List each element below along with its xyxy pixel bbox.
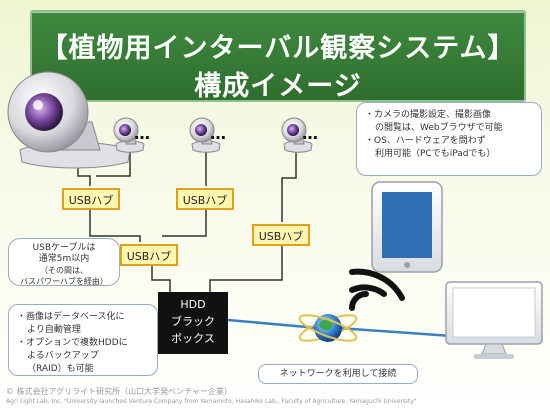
globe-icon: [298, 314, 358, 342]
network-cable-pc: [337, 326, 453, 338]
cable-camera-2: [96, 150, 131, 177]
note-line: より自動管理: [27, 325, 81, 335]
network-connection-label: ネットワークを利用して接続: [258, 364, 418, 384]
note-line: （その間は、: [40, 266, 88, 275]
cable-hub1-hub2: [89, 210, 141, 242]
title-line-1: 【植物用インターバル観察システム】: [40, 33, 516, 64]
webcam-icon: [7, 71, 131, 169]
note-line: 利用可能（PCでもiPadでも）: [375, 149, 496, 159]
browser-access-note: ・カメラの撮影設定、撮影画像 の閲覧は、Webブラウザで可能 ・OS、ハードウェ…: [356, 102, 542, 176]
note-line: 通常5m以内: [38, 254, 90, 264]
network-cable-hdd: [227, 318, 319, 330]
cable-hub4-hdd: [209, 246, 283, 292]
database-backup-note: ・画像はデータベース化に より自動管理 ・オプションで複数HDDに よるバックア…: [8, 304, 158, 376]
monitor-icon: [445, 281, 543, 359]
wifi-icon: [349, 268, 405, 311]
more-cameras-indicator: …: [210, 124, 227, 143]
company-description: Agri Light Lab. Inc. "University-launche…: [6, 398, 417, 405]
usb-hub: USBハブ: [62, 188, 120, 210]
more-cameras-indicator: …: [302, 124, 319, 143]
note-line: ・オプションで複数HDDに: [17, 338, 128, 348]
webcam-icon-4: [281, 117, 313, 153]
hdd-label-line2: ブラック: [171, 315, 215, 328]
note-line: ・OS、ハードウェアを問わず: [365, 136, 486, 146]
note-line: （RAID）も可能: [27, 364, 94, 374]
hdd-label-line1: HDD: [180, 298, 206, 311]
cable-hub3-hub2: [162, 210, 207, 237]
network-cables: [227, 318, 453, 338]
usb-hub: USBハブ: [120, 244, 178, 266]
webcam-icon-2: [113, 117, 145, 153]
copyright-notice: © 株式会社アグリライト研究所（山口大学発ベンチャー企業）: [6, 387, 233, 396]
note-line: ・画像はデータベース化に: [17, 312, 125, 322]
title-line-2: 構成イメージ: [194, 71, 362, 102]
title-banner: 【植物用インターバル観察システム】 構成イメージ: [30, 10, 526, 102]
note-line: バスパワーハブを経由）: [20, 277, 108, 286]
hdd-label-line3: ボックス: [171, 332, 215, 345]
note-line: の閲覧は、Webブラウザで可能: [375, 123, 503, 133]
cable-hub2-hdd: [151, 266, 171, 292]
webcam-icon-3: [189, 117, 221, 153]
note-line: ・カメラの撮影設定、撮影画像: [365, 110, 492, 120]
more-cameras-indicator: …: [134, 124, 151, 143]
usb-cable-note: USBケーブルは 通常5m以内 （その間は、 バスパワーハブを経由）: [8, 238, 120, 286]
cable-camera-4: [281, 150, 297, 222]
note-line: よるバックアップ: [27, 351, 99, 361]
note-line: USBケーブルは: [32, 243, 96, 253]
usb-cables: [77, 150, 297, 292]
tablet-icon: [371, 181, 443, 273]
hdd-black-box: HDD ブラック ボックス: [158, 292, 228, 354]
usb-hub: USBハブ: [252, 224, 310, 246]
usb-hub: USBハブ: [176, 188, 234, 210]
